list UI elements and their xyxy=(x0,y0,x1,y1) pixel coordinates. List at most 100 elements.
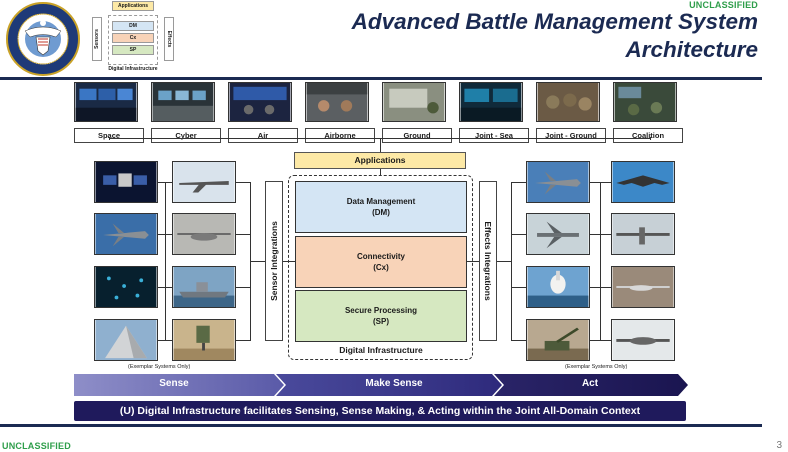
domain-airborne: Airborne xyxy=(305,82,375,143)
cx-title: Connectivity xyxy=(356,252,405,261)
space-ops-photo-icon xyxy=(74,82,138,122)
mq9-reaper-photo-icon xyxy=(611,266,675,308)
act-label: Act xyxy=(581,378,599,389)
domain-label: Air xyxy=(228,128,298,143)
radar-pyramid-photo-icon xyxy=(94,319,158,361)
navy-ship-photo-icon xyxy=(172,266,236,308)
domain-air: Air xyxy=(228,82,298,143)
sensor-integrations-label: Sensor Integrations xyxy=(269,221,279,301)
applications-box: Applications xyxy=(294,152,466,169)
f35-sensor-photo-icon xyxy=(94,213,158,255)
page-title: Advanced Battle Management System Archit… xyxy=(258,8,758,64)
domain-connector-h xyxy=(109,138,651,139)
effect-connector xyxy=(511,234,526,235)
header-divider xyxy=(0,77,762,80)
effect-bracket-inner xyxy=(600,182,601,341)
classification-bottom: UNCLASSIFIED xyxy=(2,441,71,451)
connector-tick xyxy=(650,137,651,140)
integration-to-effects xyxy=(497,261,511,262)
rc135-aircraft-photo-icon xyxy=(172,161,236,203)
b2-bomber-photo-icon xyxy=(611,161,675,203)
domain-label: Joint - Sea xyxy=(459,128,529,143)
page-number: 3 xyxy=(776,440,782,451)
ac130-gunship-photo-icon xyxy=(611,319,675,361)
satellite-photo-icon xyxy=(94,161,158,203)
mini-effects: Effects xyxy=(166,30,172,48)
b52-bomber-photo-icon xyxy=(611,213,675,255)
data-management-box: Data Management (DM) xyxy=(295,181,467,233)
mini-sensors-box: Sensors xyxy=(92,17,102,61)
mini-sp: SP xyxy=(112,45,154,55)
sensor-connector xyxy=(236,182,250,183)
connector-tick xyxy=(109,137,110,140)
cx-abbr: (Cx) xyxy=(373,263,389,272)
f15-fighter-photo-icon xyxy=(526,213,590,255)
effect-connector xyxy=(511,182,526,183)
exemplar-note-left: (Exemplar Systems Only) xyxy=(128,364,191,370)
domain-joint-ground: Joint - Ground xyxy=(536,82,606,143)
effects-integrations-label: Effects Integrations xyxy=(483,221,493,301)
title-line-2: Architecture xyxy=(625,37,758,62)
title-line-1: Advanced Battle Management System xyxy=(351,9,758,34)
mini-dm: DM xyxy=(112,21,154,31)
mini-architecture-diagram: Applications Sensors Effects DM Cx SP Di… xyxy=(88,1,180,75)
effect-connector xyxy=(511,340,526,341)
air-ops-photo-icon xyxy=(228,82,292,122)
dm-title: Data Management xyxy=(346,197,416,206)
sense-label: Sense xyxy=(159,378,189,389)
mini-infra: Digital Infrastructure xyxy=(102,66,164,74)
sensor-connector xyxy=(236,340,250,341)
sensor-connector xyxy=(236,234,250,235)
sense-flow-chevrons xyxy=(74,374,688,396)
digital-infrastructure-frame xyxy=(288,175,473,360)
mini-effects-box: Effects xyxy=(164,17,174,61)
ground-ops-photo-icon xyxy=(382,82,446,122)
integration-to-core xyxy=(283,261,295,262)
domain-connector-v xyxy=(380,139,381,152)
cyber-network-photo-icon xyxy=(94,266,158,308)
make-sense-label: Make Sense xyxy=(365,378,423,389)
domain-coalition: Coalition xyxy=(613,82,683,143)
sensor-connector xyxy=(236,287,250,288)
domain-label: Space xyxy=(74,128,144,143)
sensor-bracket-inner xyxy=(165,182,166,341)
global-hawk-photo-icon xyxy=(172,213,236,255)
domain-label: Cyber xyxy=(151,128,221,143)
joint-ground-ops-photo-icon xyxy=(536,82,600,122)
domain-label: Coalition xyxy=(613,128,683,143)
effects-integrations-bar: Effects Integrations xyxy=(479,181,497,341)
domain-label: Joint - Ground xyxy=(536,128,606,143)
mini-applications: Applications xyxy=(112,1,154,11)
missile-launch-photo-icon xyxy=(526,266,590,308)
sensor-integrations-bar: Sensor Integrations xyxy=(265,181,283,341)
f35-effect-photo-icon xyxy=(526,161,590,203)
artillery-photo-icon xyxy=(526,319,590,361)
ground-radar-photo-icon xyxy=(172,319,236,361)
airborne-ops-photo-icon xyxy=(305,82,369,122)
apps-connector xyxy=(380,169,381,175)
cyber-ops-photo-icon xyxy=(151,82,215,122)
sp-title: Secure Processing xyxy=(344,306,418,315)
core-to-integration xyxy=(467,261,479,262)
classification-top: UNCLASSIFIED xyxy=(689,0,758,10)
domain-space: Space xyxy=(74,82,144,143)
caption-banner: (U) Digital Infrastructure facilitates S… xyxy=(74,401,686,421)
sp-abbr: (SP) xyxy=(373,317,389,326)
coalition-ops-photo-icon xyxy=(613,82,677,122)
digital-infrastructure-label: Digital Infrastructure xyxy=(339,345,423,355)
sensor-to-integration xyxy=(250,261,265,262)
mini-cx: Cx xyxy=(112,33,154,43)
domain-label: Ground xyxy=(382,128,452,143)
joint-sea-ops-photo-icon xyxy=(459,82,523,122)
effect-bracket xyxy=(511,182,512,341)
footer-divider xyxy=(0,424,762,427)
dm-abbr: (DM) xyxy=(372,208,390,217)
air-force-seal-icon xyxy=(6,2,80,76)
effect-connector xyxy=(511,287,526,288)
domain-joint-sea: Joint - Sea xyxy=(459,82,529,143)
domain-label: Airborne xyxy=(305,128,375,143)
secure-processing-box: Secure Processing (SP) xyxy=(295,290,467,342)
mini-sensors: Sensors xyxy=(94,29,100,49)
domain-ground: Ground xyxy=(382,82,452,143)
connectivity-box: Connectivity (Cx) xyxy=(295,236,467,288)
